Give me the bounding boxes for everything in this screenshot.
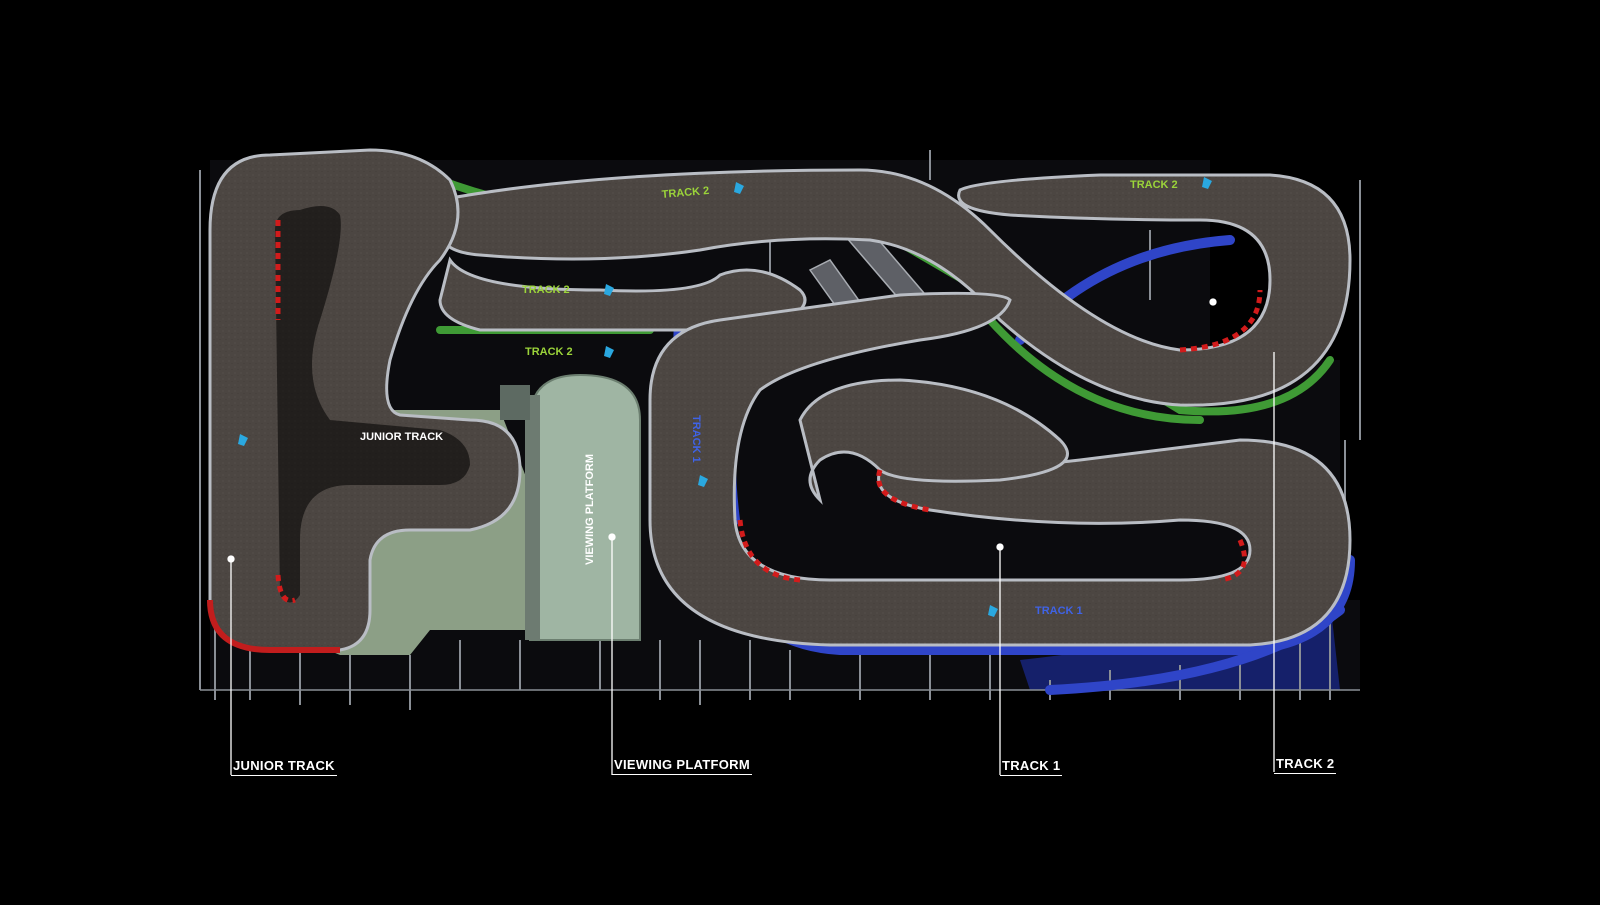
- track2-pointer-dot: [1209, 298, 1217, 306]
- track1-label-a: TRACK 1: [1035, 605, 1083, 617]
- callout-track2: TRACK 2: [1274, 756, 1337, 774]
- go-kart-icon: [238, 434, 248, 446]
- track1-surface: [648, 291, 1352, 647]
- track2-label-b: TRACK 2: [1130, 179, 1178, 191]
- go-kart-icon: [698, 475, 708, 487]
- junior-track-surface: [207, 148, 522, 653]
- junior-track-label: JUNIOR TRACK: [360, 431, 443, 443]
- track2-label-a: TRACK 2: [661, 185, 710, 201]
- painted-labels: TRACK 2 TRACK 2 TRACK 2 TRACK 2 TRACK 1 …: [360, 179, 1178, 617]
- go-kart-icon: [988, 605, 998, 617]
- kart-icons: [238, 177, 1212, 617]
- callout-junior-track: JUNIOR TRACK: [231, 758, 337, 776]
- track2-label-c: TRACK 2: [522, 284, 570, 296]
- go-kart-icon: [734, 182, 744, 194]
- go-kart-icon: [604, 346, 614, 358]
- track1-label-b: TRACK 1: [690, 415, 702, 463]
- track2-label-d: TRACK 2: [525, 346, 573, 358]
- track2-surface: [438, 168, 1352, 407]
- callout-track1: TRACK 1: [1000, 758, 1063, 776]
- viewing-platform-label: VIEWING PLATFORM: [584, 454, 596, 565]
- go-kart-icon: [1202, 177, 1212, 189]
- callout-pointers: [227, 298, 1275, 775]
- go-kart-icon: [604, 284, 614, 296]
- callout-viewing-platform: VIEWING PLATFORM: [612, 757, 752, 775]
